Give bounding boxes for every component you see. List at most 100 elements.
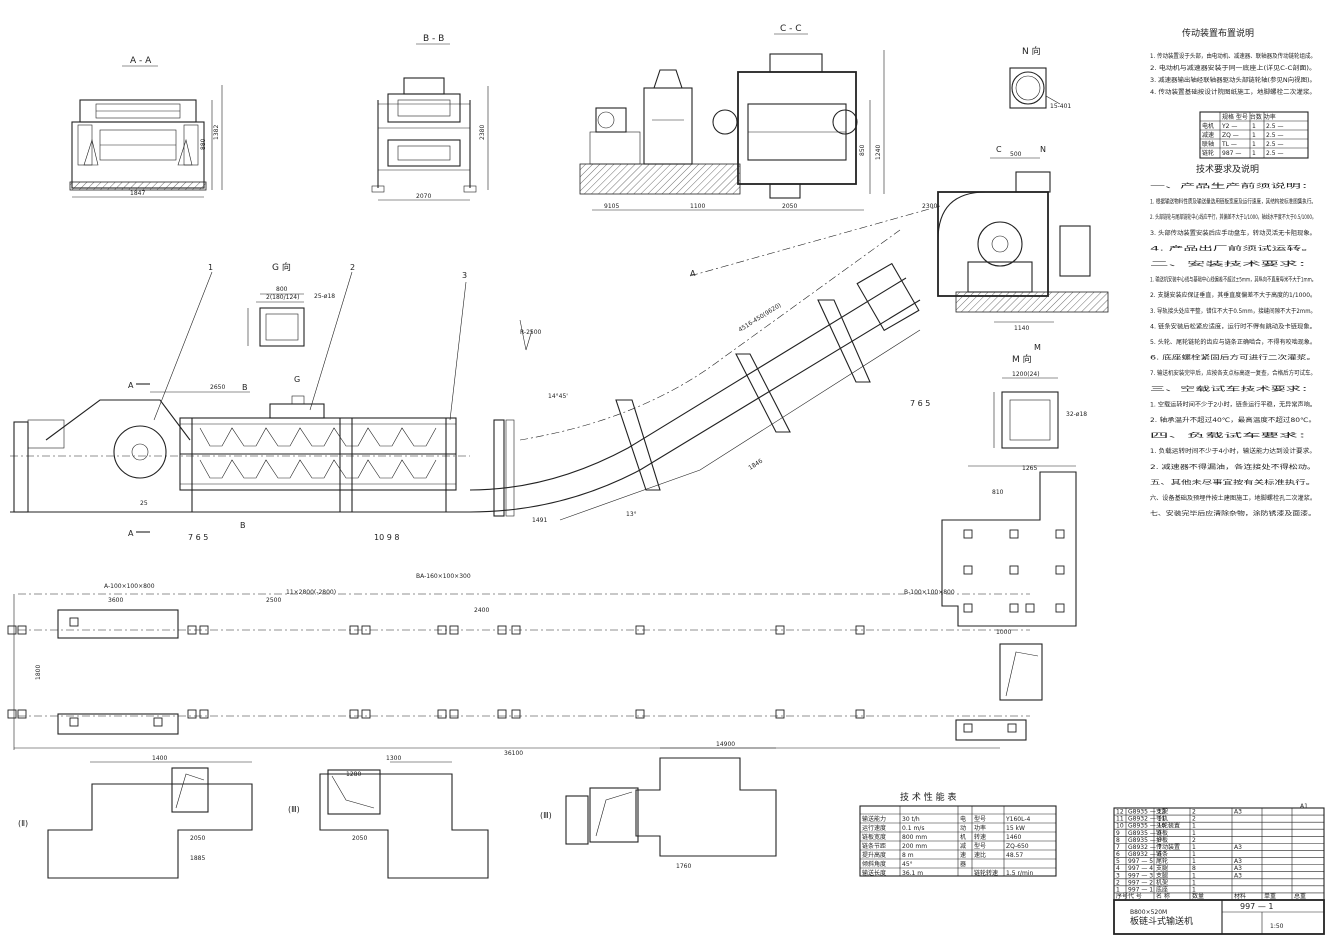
bom-cell: 5: [1116, 858, 1120, 865]
perf-cell: 1.5 r/min: [1006, 870, 1033, 877]
n-dim: 15-401: [1050, 103, 1071, 110]
mark-a-incline: A: [690, 269, 696, 278]
spec-cell: 2.5 —: [1266, 141, 1283, 148]
spec-cell: 联轴: [1202, 140, 1214, 148]
spec-cell: TL —: [1221, 141, 1237, 148]
bom-cell: 1: [1192, 886, 1196, 893]
bom-cell: A3: [1234, 865, 1242, 872]
g-dim-3: 25-ø18: [314, 293, 335, 300]
bom-cell: 1: [1192, 851, 1196, 858]
spec-cell: 1: [1252, 132, 1256, 139]
perf-cell: 转速: [974, 833, 986, 841]
bom-cell: 1: [1192, 879, 1196, 886]
mark-b-top: B: [242, 383, 248, 392]
bom-cell: 1: [1192, 823, 1196, 830]
bom-cell: 10: [1116, 823, 1124, 830]
perf-cell: 输送能力: [862, 815, 886, 823]
bom-cell: 1: [1192, 830, 1196, 837]
spec-cell: 1: [1252, 150, 1256, 157]
drawing-spec: B800×520M: [1130, 909, 1167, 916]
aa-h1-dim: 880: [200, 138, 207, 150]
drawing-name: 板链斗式输送机: [1130, 915, 1193, 927]
view-aa-title: A - A: [130, 56, 152, 66]
tech-line: 4. 产品出厂前须试运转。: [1150, 244, 1316, 252]
found-dim-1800: 1800: [35, 665, 42, 680]
bom-header-cell: 代 号: [1128, 892, 1142, 900]
bom-cell: 3: [1116, 872, 1120, 879]
spec-cell: 987 —: [1222, 150, 1241, 157]
bom-cell: 护板: [1156, 836, 1168, 844]
view-cc: C - C 9105 1100 2050 850 1240: [579, 24, 885, 211]
perf-cell: 器: [960, 861, 966, 868]
found-dim-3600: 3600: [108, 597, 123, 604]
mark-c: C: [996, 145, 1002, 154]
spec-cell: ZQ —: [1222, 132, 1239, 139]
bom-cell: G8932 — 6: [1128, 851, 1162, 858]
spec-cell: 1: [1252, 123, 1256, 130]
callout-1: 1: [208, 263, 213, 272]
detail-ii-dim-2: 2050: [190, 835, 205, 842]
detail-iii-dim-2: 1280: [346, 771, 361, 778]
cc-dim-3: 2050: [782, 203, 797, 210]
bom-cell: G8932 — 11: [1128, 816, 1166, 823]
perf-cell: Y160L-4: [1005, 816, 1031, 823]
bom-cell: A3: [1234, 809, 1242, 816]
bom-header-cell: 序号: [1116, 892, 1128, 900]
head-found-dim-3: 1000: [996, 629, 1011, 636]
drawing-scale: 1:50: [1270, 923, 1284, 930]
perf-cell: 型号: [974, 842, 986, 850]
view-n-title: N 向: [1022, 45, 1041, 57]
title-block: 板链斗式输送机 B800×520M 997 — 1 1:50 A1: [1113, 803, 1325, 935]
detail-iv-label: (Ⅲ): [540, 811, 552, 820]
slope-2: 13°: [626, 511, 637, 518]
aa-h2-dim: 1382: [213, 125, 220, 140]
detail-iii-dim-1: 1300: [386, 755, 401, 762]
detail-iii-dim-3: 2050: [352, 835, 367, 842]
found-anchor-b: B-100×100×800: [904, 589, 955, 596]
drive-note-1: 1. 传动装置设于头部，由电动机、减速器、联轴器及传动链轮组成。: [1150, 52, 1316, 60]
perf-cell: 48.57: [1006, 852, 1023, 859]
spec-cell: 1: [1252, 141, 1256, 148]
head-dim-1140: 1140: [1014, 325, 1029, 332]
aa-width-dim: 1847: [130, 190, 145, 197]
mark-b-bottom: B: [240, 521, 246, 530]
mark-m: M: [1034, 343, 1041, 352]
found-dim-2400: 2400: [474, 607, 489, 614]
perf-cell: 链板宽度: [862, 833, 886, 841]
detail-ii-dim-3: 1885: [190, 855, 205, 862]
perf-cell: ZQ-650: [1006, 843, 1029, 850]
perf-cell: 型号: [974, 815, 986, 823]
bom-cell: 尾轮: [1156, 857, 1168, 865]
perf-cell: 36.1 m: [902, 870, 923, 877]
bom-cell: 2: [1116, 879, 1120, 886]
drive-note-2: 2. 电动机与减速器安装于同一底座上(详见C-C剖面)。: [1150, 64, 1316, 72]
head-found-dim-2: 810: [992, 489, 1004, 496]
cc-dim-5: 1240: [875, 145, 882, 160]
m-dim-2: 32-ø18: [1066, 411, 1087, 418]
bom-cell: 2: [1192, 816, 1196, 823]
head-dim-500: 500: [1010, 151, 1022, 158]
bom-cell: 2: [1192, 837, 1196, 844]
view-m: M 向 1200(24) 32-ø18: [993, 353, 1087, 449]
bom-cell: 12: [1116, 809, 1124, 816]
tech-line: 七、安装完毕后应清除杂物，涂防锈漆及面漆。: [1150, 510, 1316, 518]
bom-cell: A3: [1234, 858, 1242, 865]
perf-cell: 800 mm: [902, 834, 927, 841]
tail-sprocket: [113, 425, 167, 479]
section-marks: A A B B G C N M A: [128, 145, 1046, 538]
main-dim-1491: 1491: [532, 517, 547, 524]
tech-requirements: 技术要求及说明 一、产品生产前须说明：1. 根据输送物料性质及输送量选用链板宽度…: [1150, 163, 1316, 518]
parts-group-1: 7 6 5: [188, 533, 208, 542]
tech-line: 1. 输送机安装中心线与基础中心线偏差不超过±5mm，其纵向不直度每米不大于1m…: [1150, 276, 1316, 284]
bom-cell: G8935 — 9: [1128, 830, 1162, 837]
tech-line: 2. 支腿安装应保证垂直，其垂直度偏差不大于高度的1/1000。: [1150, 291, 1316, 299]
bom-header-cell: 名 称: [1156, 892, 1170, 900]
detail-iv-dim-1: 14900: [716, 741, 735, 748]
found-anchor-ba: BA-160×100×300: [416, 573, 471, 580]
perf-cell: 功率: [974, 824, 986, 832]
cc-dim-2: 1100: [690, 203, 705, 210]
tech-line: 六、设备基础及预埋件按土建图施工，地脚螺栓孔二次灌浆。: [1150, 494, 1316, 502]
view-n: N 向 15-401: [1009, 45, 1071, 110]
perf-cell: 链轮转速: [974, 869, 998, 877]
